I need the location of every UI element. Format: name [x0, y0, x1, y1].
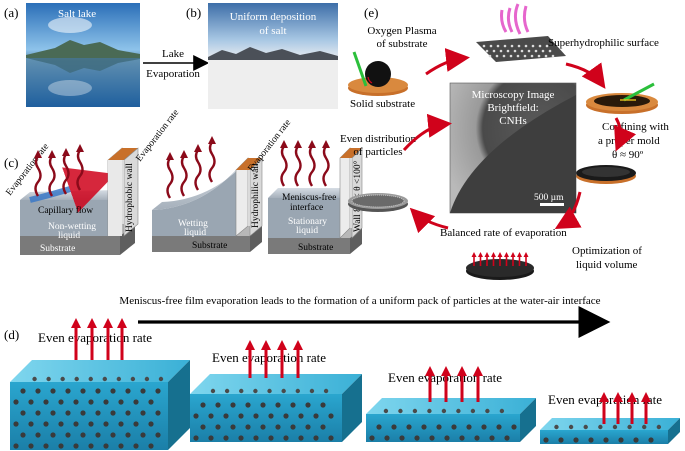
- water-block: [190, 340, 362, 442]
- block3-liquid1: Stationary: [288, 217, 327, 227]
- panel-label-d: (d): [4, 327, 19, 342]
- block2-liquid2: liquid: [184, 228, 206, 238]
- panel-label-a: (a): [4, 5, 18, 20]
- salt-flat-photo: [208, 3, 338, 109]
- wavy-arrow: [76, 144, 84, 191]
- micro-line3: CNHs: [499, 115, 527, 127]
- block3-liquid2: liquid: [296, 226, 318, 236]
- water-block: [540, 392, 680, 444]
- even-dist-line2: of particles: [353, 146, 402, 158]
- block2-wall: Hydrophilic wall: [251, 163, 261, 228]
- panel-label-c: (c): [4, 155, 18, 170]
- wavy-arrow: [180, 150, 188, 197]
- block3-iface1: Meniscus-free: [282, 192, 336, 203]
- confine-line3: θ ≈ 90º: [612, 149, 644, 161]
- balanced-disk: [466, 252, 534, 280]
- wavy-arrow: [48, 150, 56, 197]
- water-blocks: [10, 318, 680, 450]
- microscopy-image: [449, 82, 577, 214]
- mold-disk: [576, 165, 636, 184]
- block1-substrate: Substrate: [40, 244, 75, 254]
- opt-line1: Optimization of: [572, 245, 642, 257]
- panel-label-b: (b): [186, 5, 201, 20]
- balanced-label: Balanced rate of evaporation: [440, 227, 567, 239]
- block2-evap: Evaporation rate: [134, 108, 181, 164]
- water-block: [10, 318, 190, 450]
- wavy-arrow: [280, 140, 288, 187]
- panel-label-e: (e): [364, 5, 378, 20]
- block1-liquid2: liquid: [58, 231, 80, 241]
- wavy-arrow: [208, 136, 216, 183]
- scale-bar-label: 500 µm: [534, 193, 564, 203]
- micro-line1: Microscopy Image: [472, 89, 555, 101]
- block-meniscus-free: [268, 147, 363, 254]
- panel-b-line2: of salt: [259, 25, 286, 37]
- wavy-arrow: [34, 150, 42, 197]
- even-dist-line1: Even distribution: [340, 133, 417, 145]
- arrow-label-2: Evaporation: [146, 68, 200, 80]
- d-label-1: Even evaporation rate: [38, 330, 152, 345]
- block2-substrate: Substrate: [192, 241, 227, 251]
- panel-b-line1: Uniform deposition: [230, 11, 317, 23]
- even-distribution-disk: [348, 193, 408, 212]
- superhydrophilic-label: Superhydrophilic surface: [548, 37, 659, 49]
- confine-line2: a proper mold: [598, 135, 660, 147]
- solid-substrate-droplet: [348, 51, 408, 96]
- wavy-arrow: [62, 148, 70, 195]
- wavy-arrow: [322, 140, 330, 187]
- oxygen-plasma-line2: of substrate: [376, 38, 427, 50]
- opt-line2: liquid volume: [576, 259, 638, 271]
- water-block: [366, 366, 536, 442]
- wavy-arrow: [294, 140, 302, 187]
- arrow-label-1: Lake: [162, 48, 184, 60]
- panel-d-caption: Meniscus-free film evaporation leads to …: [119, 295, 600, 307]
- block3-substrate: Substrate: [298, 243, 333, 253]
- block1-wall: Hydrophobic wall: [125, 163, 135, 232]
- block1-liquid1: Non-wetting: [48, 222, 96, 232]
- salt-lake-photo: [26, 3, 140, 107]
- evaporation-arrows-c: [34, 136, 330, 199]
- wavy-arrow: [194, 144, 202, 191]
- block-hydrophobic: [20, 147, 139, 255]
- d-label-2: Even evaporation rate: [212, 350, 326, 365]
- superhydrophilic-disk: [586, 82, 658, 114]
- wavy-arrow: [166, 152, 174, 199]
- micro-line2: Brightfield:: [487, 102, 538, 114]
- panel-a-title: Salt lake: [58, 8, 96, 20]
- block1-flow: Capillary flow: [38, 205, 93, 216]
- cycle-arrows: [402, 48, 637, 234]
- solid-substrate-label: Solid substrate: [350, 98, 415, 110]
- block-hydrophilic: [152, 157, 263, 252]
- plasma-graphene: [476, 3, 566, 62]
- wavy-arrow: [308, 140, 316, 187]
- confine-line1: Confining with: [602, 121, 669, 133]
- block3-iface2: interface: [290, 202, 323, 213]
- oxygen-plasma-line1: Oxygen Plasma: [367, 25, 436, 37]
- block2-liquid1: Wetting: [178, 219, 208, 229]
